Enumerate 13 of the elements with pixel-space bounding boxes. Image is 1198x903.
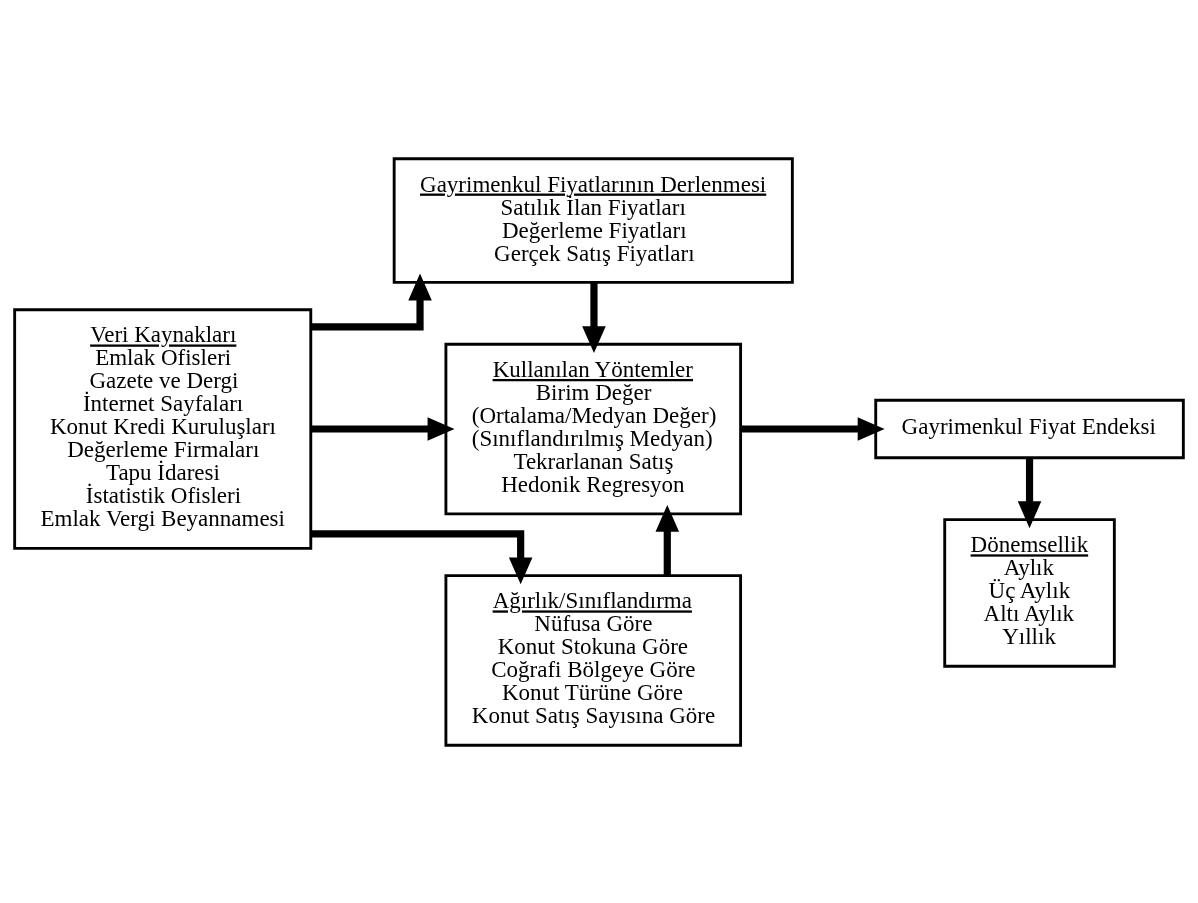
arrow xyxy=(310,529,533,584)
arrow xyxy=(740,416,885,441)
node-box: Ağırlık/Sınıflandırma Nüfusa Göre Konut Stokuna Göre Coğrafi Bölgeye Göre Konut Türüne Göre Konut Satış Sayısına Göre xyxy=(444,573,743,747)
node-box: Veri Kaynakları Emlak Ofisleri Gazete ve Dergi İnternet Sayfaları Konut Kredi Kuruluşları Değerleme Firmaları Tapu İdaresi İstatistik Ofisleri Emlak Vergi Beyannamesi xyxy=(13,307,313,550)
arrow xyxy=(1017,457,1042,528)
arrow xyxy=(310,416,455,441)
arrow xyxy=(310,273,432,331)
node-box: Gayrimenkul Fiyatlarının Derlenmesi Satılık İlan Fiyatları Değerleme Fiyatları Gerçek Satış Fiyatları xyxy=(392,156,794,284)
node-box: Kullanılan Yöntemler Birim Değer (Ortalama/Medyan Değer) (Sınıflandırılmış Medyan) Tekrarlanan Satış Hedonik Regresyon xyxy=(444,342,743,515)
arrow xyxy=(655,504,680,576)
node-box: Gayrimenkul Fiyat Endeksi xyxy=(874,398,1185,459)
node-box: Dönemsellik Aylık Üç Aylık Altı Aylık Yıllık xyxy=(943,517,1116,668)
arrow xyxy=(582,282,606,353)
